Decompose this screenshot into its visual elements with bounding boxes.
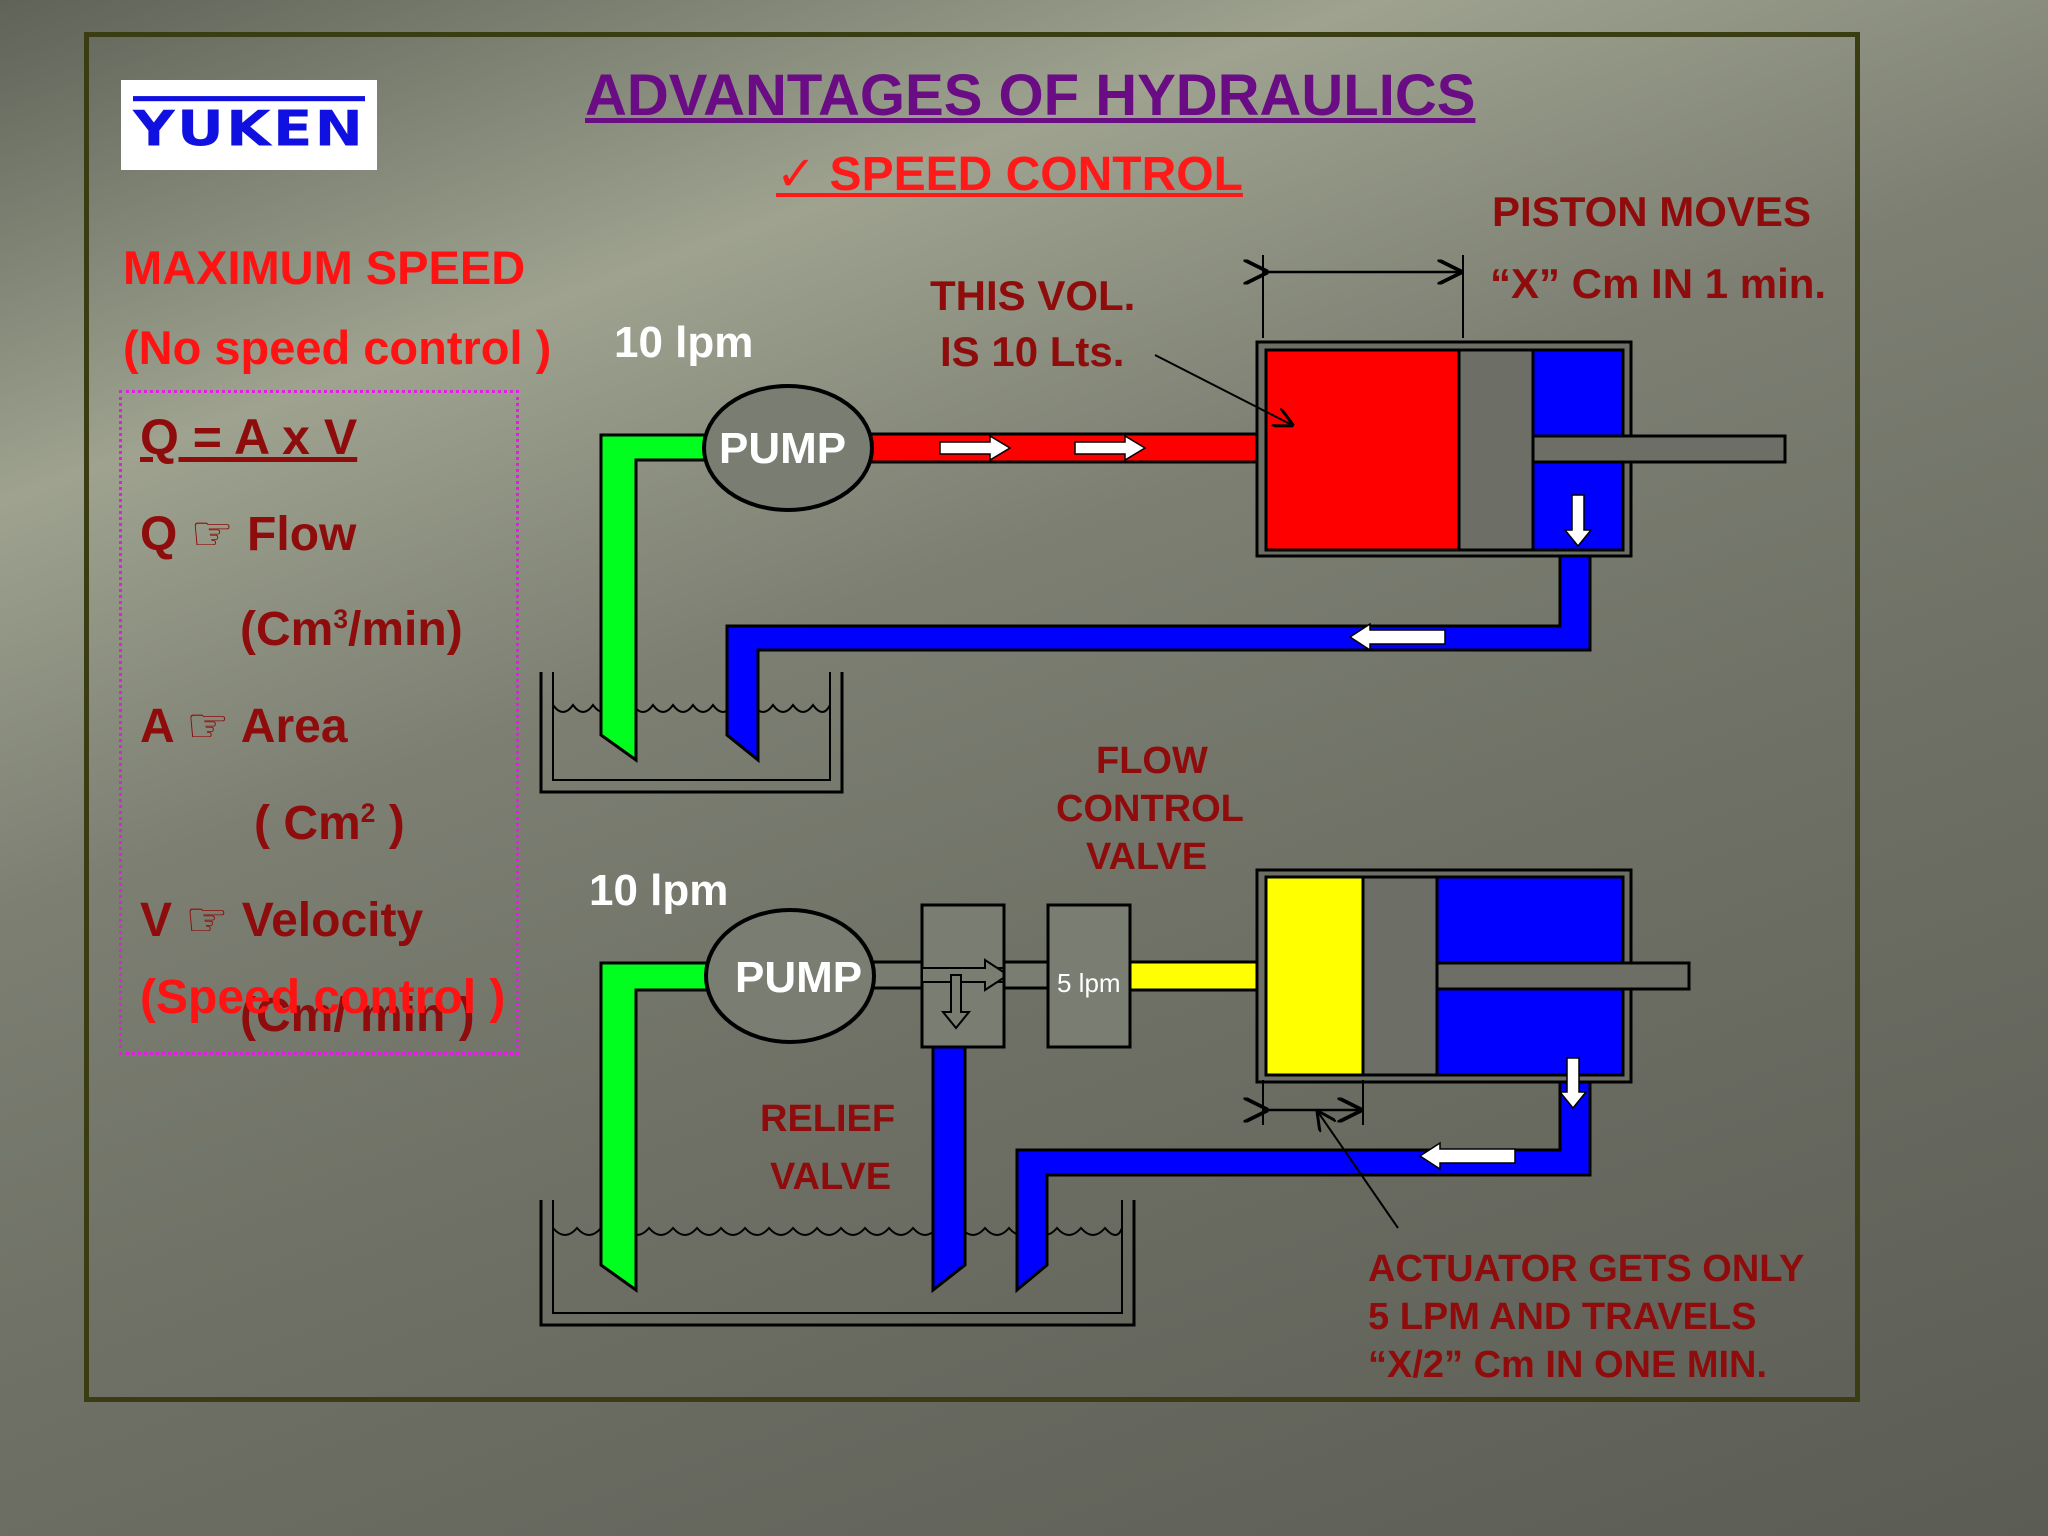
actuator-leader	[1318, 1112, 1399, 1229]
top-return-line	[725, 538, 1592, 764]
formula: Q = A x V	[140, 409, 358, 465]
piston-note-line2: “X” Cm IN 1 min.	[1490, 260, 1827, 307]
actuator-note-line3: “X/2” Cm IN ONE MIN.	[1368, 1344, 1768, 1386]
a-unit-base: ( Cm	[254, 797, 361, 850]
bottom-cylinder-cap-chamber	[1264, 875, 1365, 1077]
q-unit-tail: /min)	[348, 603, 463, 656]
a-unit-tail: )	[375, 797, 405, 850]
metered-line	[1128, 960, 1272, 992]
bottom-flow-rate: 10 lpm	[589, 866, 729, 915]
top-tank-oil-surface	[552, 703, 831, 713]
top-volume-leader	[1154, 354, 1292, 425]
top-flow-arrow-1	[939, 434, 1012, 462]
no-speed-control-label: (No speed control )	[123, 321, 552, 374]
top-cylinder-piston	[1457, 348, 1535, 552]
fcv-output-rate: 5 lpm	[1057, 968, 1121, 998]
top-return-arrow	[1348, 622, 1446, 652]
yuken-logo: YUKEN	[121, 80, 377, 170]
actuator-note-line2: 5 LPM AND TRAVELS	[1368, 1296, 1757, 1338]
top-rod-exhaust-arrow	[1563, 494, 1593, 548]
top-piston-rod	[1531, 434, 1787, 464]
top-pressure-line	[858, 432, 1272, 464]
relief-drain-arrow	[940, 974, 972, 1030]
top-cylinder-cap-chamber	[1264, 348, 1461, 552]
bottom-pump-label: PUMP	[735, 953, 863, 1002]
speed-control-label: (Speed control )	[140, 971, 506, 1024]
bottom-tank	[539, 1200, 1136, 1327]
top-tank	[539, 672, 844, 794]
v-unit: (Cm/ min )	[240, 989, 475, 1042]
q-unit: (Cm3/min)	[240, 602, 463, 657]
volume-note-line2: IS 10 Lts.	[940, 328, 1125, 375]
logo-text: YUKEN	[132, 96, 366, 154]
bottom-return-line	[1015, 1068, 1592, 1294]
bottom-rod-exhaust-arrow	[1558, 1057, 1588, 1110]
bottom-suction-line	[599, 961, 724, 1293]
page-title: ADVANTAGES OF HYDRAULICS	[585, 63, 1476, 128]
a-unit: ( Cm2 )	[254, 796, 405, 851]
piston-note-line1: PISTON MOVES	[1492, 188, 1811, 235]
q-unit-base: (Cm	[240, 603, 334, 656]
fcv-label-line1: FLOW	[1096, 740, 1208, 782]
q-unit-sup: 3	[333, 604, 349, 634]
bottom-return-arrow	[1418, 1141, 1516, 1171]
top-flow-arrow-2	[1074, 434, 1147, 462]
volume-note-line1: THIS VOL.	[930, 272, 1136, 319]
max-speed-label: MAXIMUM SPEED	[123, 241, 526, 294]
relief-label-line2: VALVE	[770, 1156, 892, 1198]
fcv-label-line2: CONTROL	[1056, 788, 1244, 830]
relief-label-line1: RELIEF	[760, 1098, 896, 1140]
slide-frame	[84, 32, 1860, 1402]
q-definition: Q ☞ Flow	[140, 508, 357, 561]
a-definition: A ☞ Area	[140, 700, 348, 753]
bottom-cylinder-piston	[1361, 875, 1439, 1077]
bottom-piston-rod	[1435, 961, 1691, 991]
v-definition: V ☞ Velocity	[140, 894, 424, 947]
fcv-label-line3: VALVE	[1086, 836, 1208, 878]
relief-flow-arrow	[921, 958, 1010, 992]
top-pump-label: PUMP	[719, 424, 847, 473]
subtitle-speed-control: ✓ SPEED CONTROL	[776, 148, 1243, 201]
bottom-pump	[704, 908, 876, 1044]
a-unit-sup: 2	[360, 798, 376, 828]
actuator-note-line1: ACTUATOR GETS ONLY	[1368, 1248, 1805, 1290]
top-pump	[702, 384, 874, 512]
top-flow-rate: 10 lpm	[614, 318, 754, 367]
relief-drain-line	[931, 1038, 967, 1294]
formula-box	[119, 390, 519, 1055]
